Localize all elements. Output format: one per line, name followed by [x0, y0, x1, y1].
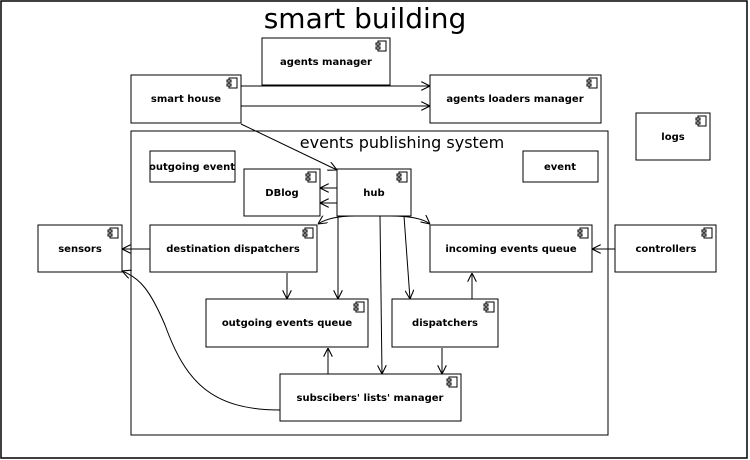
smart-house-label: smart house: [151, 94, 221, 105]
controllers-label: controllers: [635, 244, 696, 255]
class-outgoing-event[interactable]: outgoing event: [149, 150, 236, 183]
diagram-title: smart building: [264, 2, 467, 35]
component-agents-loaders-manager[interactable]: agents loaders manager: [429, 74, 602, 124]
component-smart-house[interactable]: smart house: [130, 74, 242, 124]
connector-hub-to-destination-dispatchers: [318, 216, 356, 224]
logs-label: logs: [661, 132, 684, 143]
component-sensors[interactable]: sensors: [37, 224, 123, 273]
event-label: event: [544, 162, 576, 173]
destination-dispatchers-label: destination dispatchers: [166, 244, 300, 255]
events-publishing-system-frame: [130, 130, 609, 436]
component-incoming-events-queue[interactable]: incoming events queue: [429, 224, 593, 273]
outgoing-events-queue-label: outgoing events queue: [222, 318, 353, 329]
component-subscribers-lists-manager[interactable]: subscibers' lists' manager: [279, 373, 462, 422]
agents-loaders-manager-label: agents loaders manager: [446, 94, 583, 105]
hub-label: hub: [363, 188, 384, 199]
connector-subscribers-manager-to-sensors: [122, 271, 281, 411]
dispatchers-label: dispatchers: [412, 318, 478, 329]
component-destination-dispatchers[interactable]: destination dispatchers: [149, 224, 318, 273]
component-dblog[interactable]: DBlog: [243, 168, 321, 217]
incoming-events-queue-label: incoming events queue: [445, 244, 577, 255]
connector-hub-to-subscribers-manager: [380, 215, 382, 374]
frame-title: events publishing system: [300, 133, 504, 152]
connector-smart-house-to-hub: [240, 123, 337, 170]
agents-manager-label: agents manager: [280, 57, 372, 68]
component-hub[interactable]: hub: [336, 168, 412, 217]
component-outgoing-events-queue[interactable]: outgoing events queue: [205, 298, 369, 348]
subscribers-lists-manager-label: subscibers' lists' manager: [297, 393, 444, 404]
component-dispatchers[interactable]: dispatchers: [391, 298, 499, 348]
outgoing-event-label: outgoing event: [149, 162, 235, 173]
sensors-label: sensors: [58, 244, 102, 255]
connector-hub-to-incoming-queue: [389, 216, 430, 224]
connector-hub-to-dispatchers: [403, 215, 410, 299]
dblog-label: DBlog: [265, 188, 298, 199]
connectors: [122, 86, 615, 411]
class-event[interactable]: event: [522, 150, 599, 183]
component-controllers[interactable]: controllers: [614, 224, 717, 273]
component-agents-manager[interactable]: agents manager: [261, 37, 391, 86]
component-logs[interactable]: logs: [635, 112, 711, 161]
